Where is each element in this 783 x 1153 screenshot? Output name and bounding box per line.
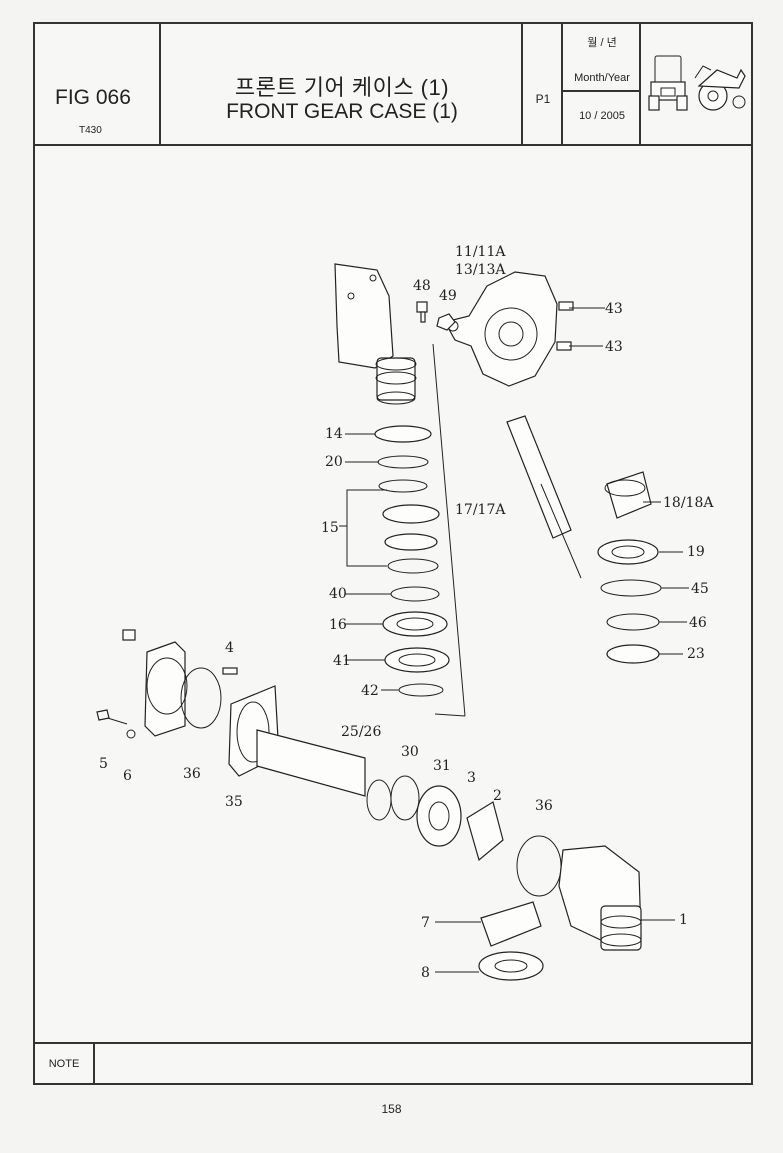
bolt-48 <box>416 301 428 323</box>
snap-ring-30 <box>366 779 392 821</box>
callout-15: 15 <box>321 520 339 536</box>
callout-2: 2 <box>493 788 502 804</box>
nut-49 <box>436 313 456 331</box>
exploded-parts-diagram: 11/11A 13/13A 48 49 43 43 14 20 15 40 16… <box>35 146 751 1042</box>
callout-8: 8 <box>421 965 430 981</box>
tractor-icon-cell <box>641 24 751 144</box>
callout-4: 4 <box>225 640 234 656</box>
callout-43-a: 43 <box>605 301 623 317</box>
callout-36-left: 36 <box>183 766 201 782</box>
bearing-19 <box>597 539 659 565</box>
o-ring-36-right <box>516 835 562 897</box>
title-korean: 프론트 기어 케이스 (1) <box>234 75 450 100</box>
callout-17: 17/17A <box>455 502 506 518</box>
shaft-25 <box>256 729 366 797</box>
callout-6: 6 <box>123 768 132 784</box>
callout-43-b: 43 <box>605 339 623 355</box>
model-code: T430 <box>79 125 102 136</box>
callout-3: 3 <box>467 770 476 786</box>
page-cell: P1 <box>523 24 563 144</box>
date-cell: 월 / 년 Month/Year 10 / 2005 <box>563 24 641 144</box>
bevel-pinion-18 <box>604 471 652 519</box>
title-cell: 프론트 기어 케이스 (1) FRONT GEAR CASE (1) <box>161 24 523 144</box>
callout-42: 42 <box>361 683 379 699</box>
callout-46: 46 <box>689 615 707 631</box>
page-code: P1 <box>535 92 551 106</box>
cover-plate <box>96 629 188 739</box>
callout-41: 41 <box>333 653 351 669</box>
elbow-housing-upper <box>334 263 417 405</box>
callout-19: 19 <box>687 544 705 560</box>
bearing-3 <box>416 785 462 847</box>
callout-35: 35 <box>225 794 243 810</box>
shaft-17 <box>506 415 572 539</box>
figure-cell: FIG 066 T430 <box>35 24 161 144</box>
callout-20: 20 <box>325 454 343 470</box>
callout-23: 23 <box>687 646 705 662</box>
ring-stack <box>374 425 450 697</box>
tractor-icon <box>647 48 747 123</box>
plug-43-b <box>556 341 572 351</box>
shim-45 <box>600 579 662 597</box>
plug-43-a <box>558 301 574 311</box>
page-number: 158 <box>381 1102 402 1116</box>
callout-11: 11/11A <box>455 244 506 260</box>
callout-25: 25/26 <box>341 724 381 740</box>
page-frame: FIG 066 T430 프론트 기어 케이스 (1) FRONT GEAR C… <box>33 22 753 1085</box>
callout-16: 16 <box>329 617 347 633</box>
title-block: FIG 066 T430 프론트 기어 케이스 (1) FRONT GEAR C… <box>35 24 751 146</box>
note-row: NOTE <box>35 1042 751 1085</box>
bearing-8 <box>478 951 544 981</box>
callout-13: 13/13A <box>455 262 506 278</box>
date-divider <box>563 90 641 92</box>
figure-number: FIG 066 <box>55 86 131 109</box>
callout-1: 1 <box>679 912 688 928</box>
callout-18: 18/18A <box>663 495 714 511</box>
callout-5: 5 <box>99 756 108 772</box>
callout-31: 31 <box>433 758 451 774</box>
callout-49: 49 <box>439 288 457 304</box>
callout-48: 48 <box>413 278 431 294</box>
bevel-gear-7 <box>480 901 542 947</box>
upper-gear-case <box>444 271 558 387</box>
callout-40: 40 <box>329 586 347 602</box>
seal-23 <box>606 644 660 664</box>
ring-31 <box>390 775 420 821</box>
callout-7: 7 <box>421 915 430 931</box>
snap-ring-46 <box>606 613 660 631</box>
elbow-housing-lower <box>558 845 642 951</box>
callout-36-right: 36 <box>535 798 553 814</box>
note-label: NOTE <box>35 1044 95 1085</box>
o-ring-36 <box>180 667 222 729</box>
date-value: 10 / 2005 <box>579 110 625 122</box>
callout-45: 45 <box>691 581 709 597</box>
pin-4 <box>222 667 238 675</box>
callout-14: 14 <box>325 426 343 442</box>
callout-30: 30 <box>401 744 419 760</box>
date-label-korean: 월 / 년 <box>587 37 617 49</box>
title-english: FRONT GEAR CASE (1) <box>226 100 458 123</box>
date-label-english: Month/Year <box>574 72 630 84</box>
bevel-gear-2 <box>466 801 504 862</box>
